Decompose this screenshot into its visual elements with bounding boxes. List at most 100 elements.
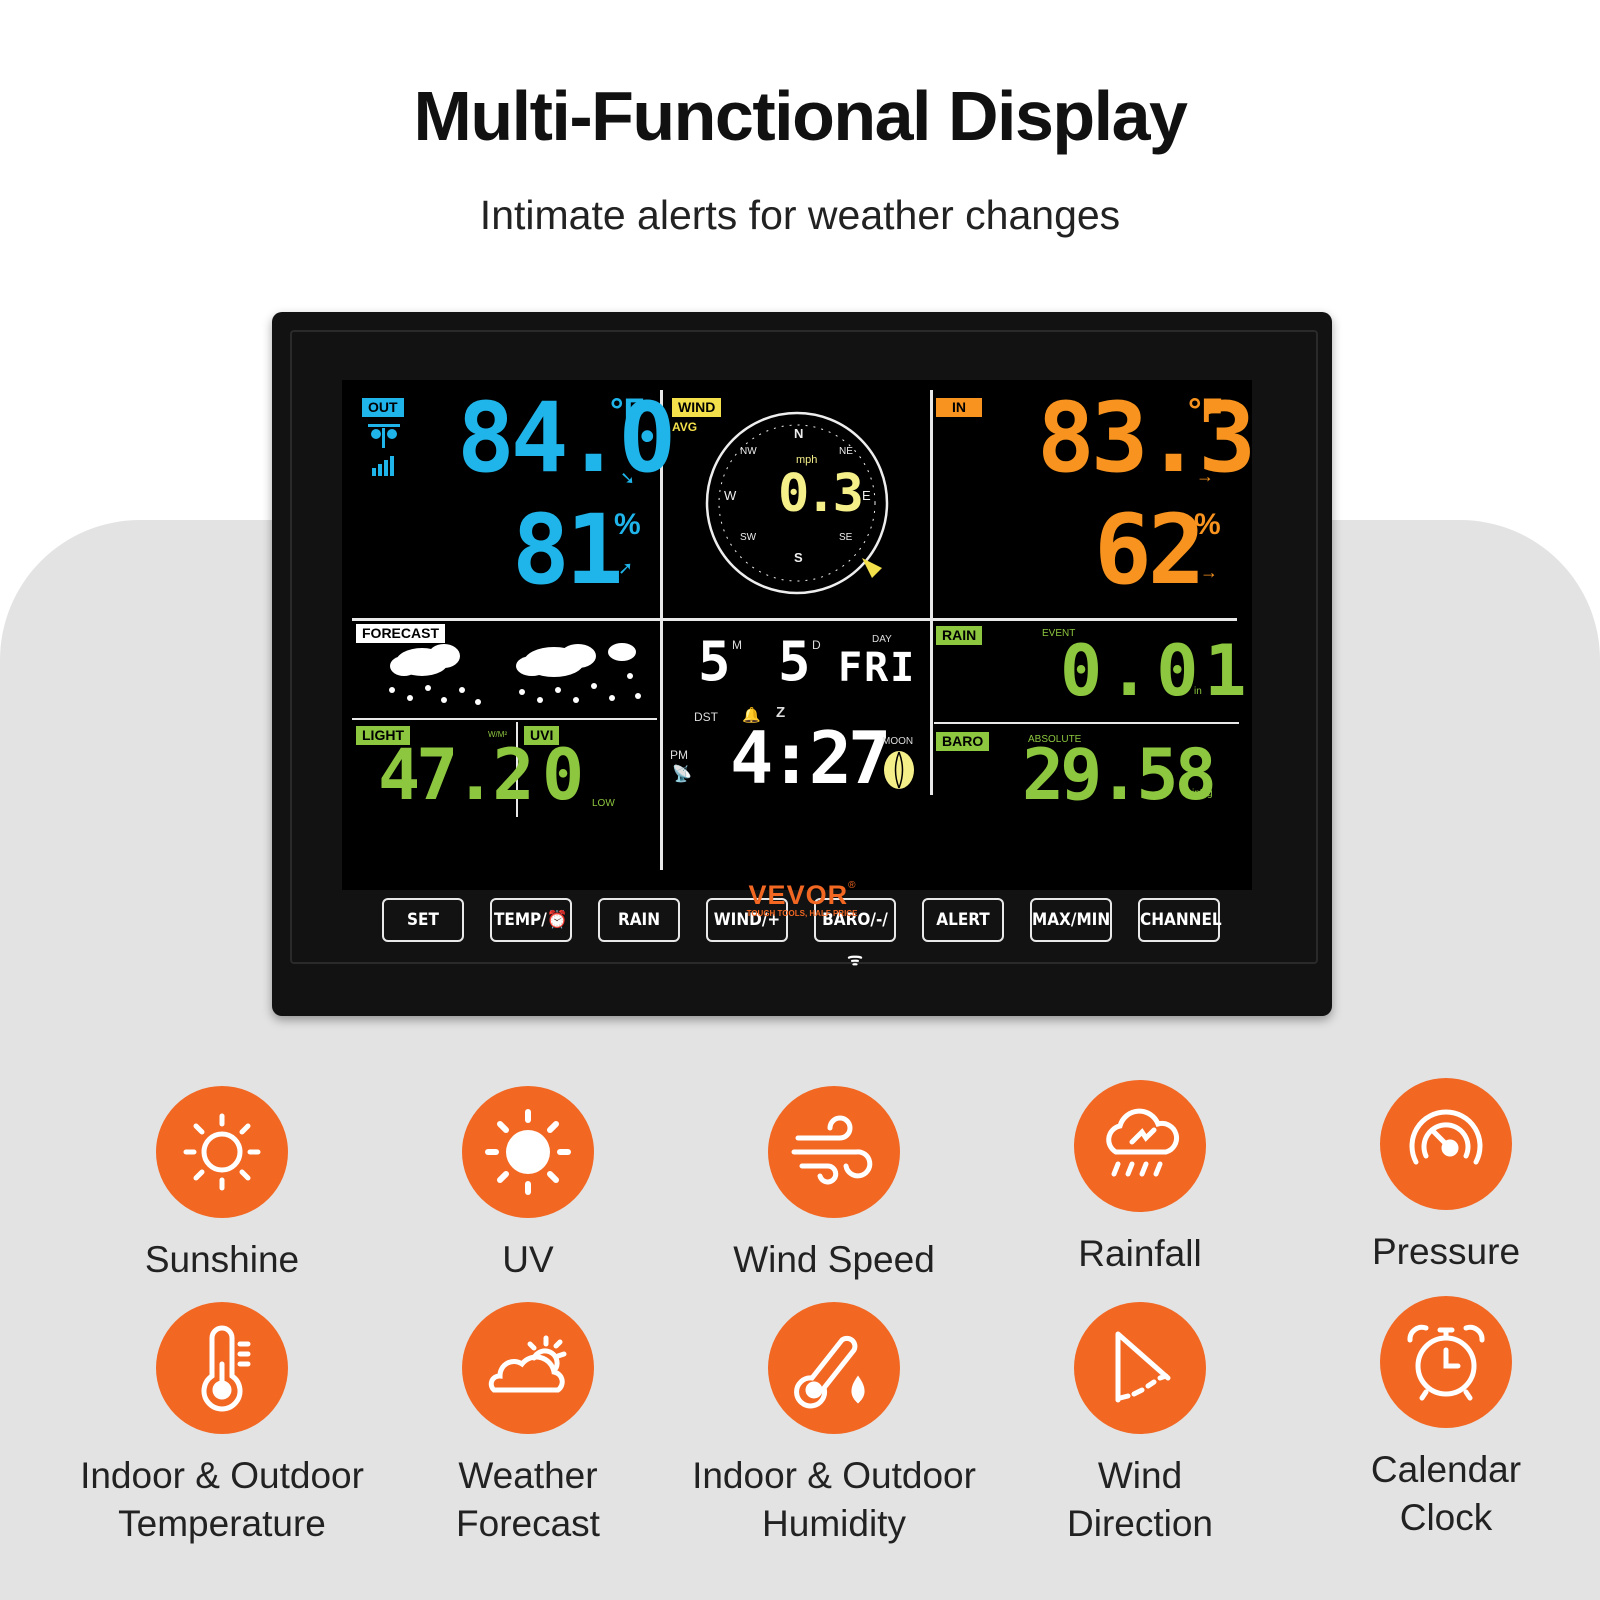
- moon-phase-icon: [884, 751, 914, 789]
- feature-label: Sunshine: [144, 1239, 300, 1280]
- brand-registered: ®: [848, 880, 856, 891]
- date-month-label: M: [732, 638, 742, 652]
- indoor-humidity-trend-icon: →: [1200, 562, 1218, 582]
- light-tag: LIGHT: [356, 726, 410, 745]
- feature-label-line1: Wind: [1097, 1455, 1183, 1496]
- divider-vertical-right: [930, 390, 933, 795]
- baro-minus-wifi-button[interactable]: BARO/-/ᯤ: [814, 898, 896, 970]
- max-min-button[interactable]: MAX/MIN: [1030, 898, 1112, 942]
- pm-label: PM: [670, 748, 688, 762]
- compass-ne: NE: [839, 446, 853, 457]
- compass-nw: NW: [740, 446, 757, 457]
- date-day: 5: [778, 630, 810, 693]
- feature-label-line2: Humidity: [762, 1503, 906, 1544]
- feature-label-line2: Forecast: [456, 1503, 600, 1544]
- wind-mode: AVG: [672, 420, 698, 434]
- cloud-rain-icon: [1074, 1080, 1206, 1212]
- outdoor-temp-trend-icon: ➘: [620, 468, 636, 488]
- thermometer-drop-icon: [768, 1302, 900, 1434]
- feature-label: Rainfall: [1078, 1233, 1202, 1274]
- rain-button[interactable]: RAIN: [598, 898, 680, 942]
- feature-uv: UV: [378, 1086, 678, 1284]
- channel-button[interactable]: CHANNEL: [1138, 898, 1222, 942]
- gauge-icon: [1380, 1078, 1512, 1210]
- device-bezel: [290, 330, 1318, 964]
- feature-label-line1: Indoor & Outdoor: [692, 1455, 976, 1496]
- wind-icon: [768, 1086, 900, 1218]
- brand-name: VEVOR: [748, 880, 849, 910]
- forecast-tag: FORECAST: [356, 624, 445, 643]
- wind-speed-unit: mph: [796, 454, 818, 466]
- uvi-tag: UVI: [524, 726, 560, 745]
- feature-label-line1: Calendar: [1370, 1449, 1522, 1490]
- rain-unit: in: [1194, 686, 1202, 697]
- temp-alarm-button[interactable]: TEMP/⏰: [490, 898, 572, 942]
- indoor-temperature: 83.3: [1037, 382, 1256, 494]
- lcd-screen: OUT 84.0 °F ➘ 81 % ➚ WIND AVG N NE E SE …: [342, 380, 1256, 970]
- compass-se: SE: [839, 532, 853, 543]
- brand-logo: VEVOR® TOUGH TOOLS, HALF PRICE: [722, 880, 882, 918]
- compass-e: E: [862, 488, 871, 503]
- dst-label: DST: [694, 710, 718, 724]
- feature-rainfall: Rainfall: [990, 1080, 1290, 1278]
- alarm-bell-icon: 🔔: [742, 707, 761, 724]
- rcc-signal-icon: 📡: [672, 766, 692, 783]
- sleep-indicator: Z: [776, 704, 786, 721]
- outdoor-humidity: 81: [512, 494, 624, 606]
- divider-horizontal-forecast: [352, 718, 657, 720]
- divider-light-uvi: [516, 722, 518, 817]
- feature-wind-speed: Wind Speed: [684, 1086, 984, 1284]
- light-unit: W/M²: [488, 730, 508, 739]
- compass-s: S: [794, 550, 803, 565]
- weather-station-device: OUT 84.0 °F ➘ 81 % ➚ WIND AVG N NE E SE …: [272, 312, 1332, 1016]
- alert-button[interactable]: ALERT: [922, 898, 1004, 942]
- clock-time: 4:27: [730, 716, 891, 800]
- feature-label-line2: Clock: [1399, 1497, 1493, 1538]
- divider-horizontal-middle: [352, 618, 1237, 621]
- date-month: 5: [698, 630, 730, 693]
- uvi-value: 0: [542, 734, 584, 816]
- weekday: FRI: [838, 645, 917, 691]
- outdoor-temp-unit: °F: [610, 392, 645, 430]
- compass-n: N: [794, 426, 804, 441]
- wind-direction-icon: [1074, 1302, 1206, 1434]
- baro-tag: BARO: [936, 732, 990, 751]
- forecast-rain-icon: [389, 643, 641, 705]
- feature-label: UV: [502, 1239, 554, 1280]
- outdoor-humidity-trend-icon: ➚: [618, 558, 634, 578]
- indoor-humidity-unit: %: [1194, 508, 1221, 541]
- wind-speed: 0.3: [778, 464, 864, 524]
- weekday-label: DAY: [872, 634, 892, 645]
- compass-w: W: [724, 488, 737, 503]
- wind-plus-button[interactable]: WIND/+: [706, 898, 788, 942]
- rain-tag: RAIN: [936, 626, 983, 645]
- indoor-temp-trend-icon: →: [1196, 466, 1214, 486]
- page-subtitle: Intimate alerts for weather changes: [479, 192, 1121, 238]
- light-value: 47.2: [378, 734, 535, 816]
- date-day-label: D: [812, 638, 821, 652]
- baro-unit: inHg: [1192, 788, 1213, 799]
- sun-outline-icon: [156, 1086, 288, 1218]
- feature-label-line1: Indoor & Outdoor: [80, 1455, 364, 1496]
- feature-label: Wind Speed: [733, 1239, 935, 1280]
- outdoor-temperature: 84.0: [457, 382, 676, 494]
- baro-value: 29.58: [1022, 734, 1217, 816]
- indoor-humidity: 62: [1094, 494, 1206, 606]
- alarm-clock-icon: [1380, 1296, 1512, 1428]
- compass-sw: SW: [740, 532, 757, 543]
- set-button[interactable]: SET: [382, 898, 464, 942]
- rain-value: 0.01: [1060, 630, 1253, 712]
- sun-icon: [462, 1086, 594, 1218]
- divider-vertical-left: [660, 390, 663, 870]
- feature-sunshine: Sunshine: [72, 1086, 372, 1284]
- feature-label-line2: Direction: [1067, 1503, 1213, 1544]
- sun-cloud-icon: [462, 1302, 594, 1434]
- indoor-temp-unit: °F: [1188, 392, 1223, 430]
